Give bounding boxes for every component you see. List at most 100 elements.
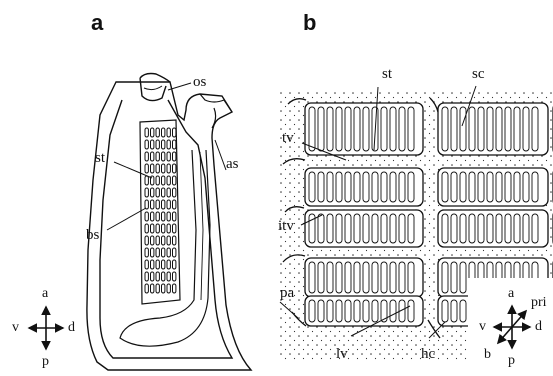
stigma	[173, 236, 176, 245]
stigma	[381, 107, 387, 151]
label-tv: tv	[282, 131, 294, 146]
stigma	[451, 262, 457, 293]
stigma	[145, 128, 148, 137]
stigma	[309, 300, 315, 322]
stigma	[156, 128, 159, 137]
stigma	[451, 107, 457, 151]
stigma	[167, 140, 170, 149]
stigma	[327, 107, 333, 151]
stigma	[173, 272, 176, 281]
stigma	[162, 140, 165, 149]
stigma	[390, 107, 396, 151]
stigma	[173, 140, 176, 149]
stigma	[336, 172, 342, 202]
stigma	[151, 236, 154, 245]
stigma	[145, 248, 148, 257]
stigma	[162, 176, 165, 185]
stigma	[523, 107, 529, 151]
stigma	[156, 164, 159, 173]
label-lv: lv	[336, 347, 348, 362]
stigma	[173, 248, 176, 257]
stigma	[442, 300, 448, 322]
stigma	[145, 224, 148, 233]
stigma	[460, 300, 466, 322]
label-st-b: st	[382, 67, 392, 82]
stigma	[145, 284, 148, 293]
stigma	[532, 214, 538, 243]
compass-b-down-left: b	[484, 348, 491, 362]
stigma	[318, 300, 324, 322]
stigma	[145, 152, 148, 161]
stigma	[487, 214, 493, 243]
label-hc: hc	[421, 347, 435, 362]
stigma	[167, 164, 170, 173]
stigma	[156, 176, 159, 185]
stigma	[523, 214, 529, 243]
stigma	[151, 248, 154, 257]
stigma	[167, 212, 170, 221]
stigma	[173, 224, 176, 233]
compass-a-right: d	[68, 321, 75, 335]
stigma	[399, 107, 405, 151]
compass-b-up-right: pri	[531, 296, 547, 310]
stigma	[478, 214, 484, 243]
label-os: os	[193, 75, 206, 90]
stigma	[408, 107, 414, 151]
stigma	[363, 107, 369, 151]
stigma	[318, 262, 324, 293]
label-pa: pa	[280, 286, 294, 301]
stigma	[399, 172, 405, 202]
stigma	[408, 172, 414, 202]
stigma	[167, 224, 170, 233]
stigma	[408, 300, 414, 322]
stigma	[156, 272, 159, 281]
stigma	[451, 300, 457, 322]
stigma	[167, 200, 170, 209]
stigma	[460, 107, 466, 151]
stigma	[345, 300, 351, 322]
stigma	[145, 140, 148, 149]
stigma	[167, 260, 170, 269]
stigma	[145, 164, 148, 173]
stigma	[151, 272, 154, 281]
compass-b-down: p	[508, 354, 515, 368]
stigma	[363, 172, 369, 202]
compass-a-up: a	[42, 287, 48, 301]
outer-tunic	[87, 82, 251, 370]
stigma	[156, 284, 159, 293]
stigma	[167, 284, 170, 293]
stigma	[354, 172, 360, 202]
stigma	[162, 152, 165, 161]
stigma	[327, 172, 333, 202]
stigma	[451, 214, 457, 243]
stigma	[167, 152, 170, 161]
stigma	[390, 172, 396, 202]
stigma	[442, 172, 448, 202]
stigma	[381, 214, 387, 243]
stigma	[173, 152, 176, 161]
stigma	[173, 260, 176, 269]
stigma	[505, 107, 511, 151]
stigma	[156, 248, 159, 257]
stigma	[156, 236, 159, 245]
stigma	[173, 200, 176, 209]
stigma	[162, 284, 165, 293]
stigma	[156, 200, 159, 209]
compass-b-left: v	[479, 320, 486, 334]
stigma	[167, 176, 170, 185]
stigma	[354, 262, 360, 293]
stigma	[336, 107, 342, 151]
label-itv: itv	[278, 219, 294, 234]
stigma	[151, 284, 154, 293]
stigma	[372, 300, 378, 322]
stigma	[167, 248, 170, 257]
stigma	[354, 214, 360, 243]
stigma	[167, 128, 170, 137]
stigma	[442, 214, 448, 243]
stigma	[167, 272, 170, 281]
stigma	[151, 224, 154, 233]
stigma	[327, 300, 333, 322]
stigma	[496, 214, 502, 243]
label-st-a: st	[95, 151, 105, 166]
stigma	[162, 272, 165, 281]
